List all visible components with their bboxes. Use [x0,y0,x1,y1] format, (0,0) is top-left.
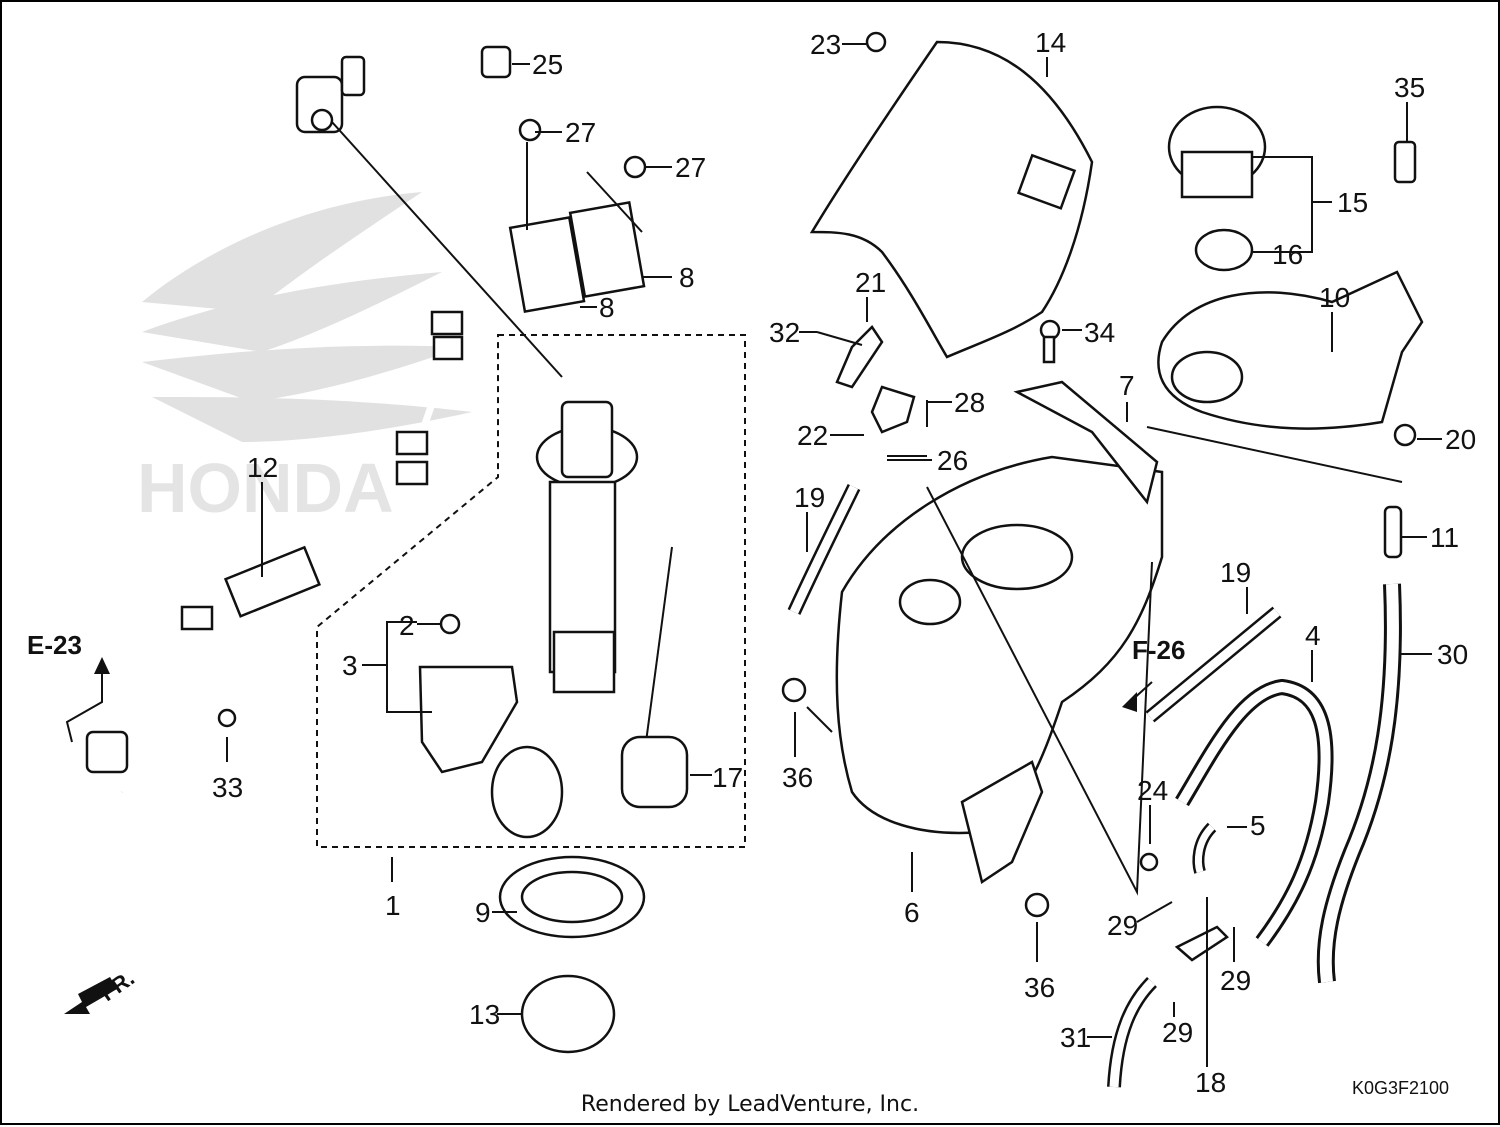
breather-hoses [787,483,1403,1088]
front-direction-arrow: FR. [64,965,139,1014]
fuel-pump-assembly [331,121,689,839]
callout-13: 13 [469,999,500,1030]
callout-9: 9 [475,897,491,928]
callout-21: 21 [855,267,886,298]
callout-11: 11 [1430,522,1459,553]
callout-3: 3 [342,650,358,681]
front-marker-label: FR. [96,965,139,1006]
honda-wing-logo: HONDA [137,192,472,527]
callout-19b: 19 [1220,557,1251,588]
callout-36b: 36 [1024,972,1055,1003]
mount-bracket [816,325,928,457]
callout-27b: 27 [675,152,706,183]
callout-labels: 1 2 3 4 5 6 7 8 8 9 10 11 12 13 14 15 16… [212,27,1476,1098]
fuel-hose-assembly [85,45,512,793]
callout-2: 2 [399,610,415,641]
filler-receptacle-tray [1157,140,1424,447]
pump-seal-rings [498,855,646,1054]
ref-label-left: E-23 [27,630,82,660]
callout-32: 32 [769,317,800,348]
callout-8b: 8 [679,262,695,293]
callout-15: 15 [1337,187,1368,218]
fuel-pump-group-box [316,334,746,848]
callout-1: 1 [385,890,401,921]
callout-14: 14 [1035,27,1066,58]
fuel-tank-cover [809,31,1094,359]
fuel-filler-cap [1167,105,1267,272]
callout-8a: 8 [599,292,615,323]
callout-17: 17 [712,762,743,793]
callout-35: 35 [1394,72,1425,103]
callout-7: 7 [1119,370,1135,401]
callout-29a: 29 [1107,910,1138,941]
callout-16: 16 [1272,239,1303,270]
callout-12: 12 [247,452,278,483]
ref-label-right: F-26 [1132,635,1185,665]
callout-19a: 19 [794,482,825,513]
callout-30: 30 [1437,639,1468,670]
leader-lines [65,43,1442,1067]
callout-4: 4 [1305,620,1321,651]
callout-34: 34 [1084,317,1115,348]
clamp-brackets [508,118,647,314]
callout-23: 23 [810,29,841,60]
callout-26: 26 [937,445,968,476]
callout-25: 25 [532,49,563,80]
callout-10: 10 [1319,282,1350,313]
callout-22: 22 [797,420,828,451]
callout-33: 33 [212,772,243,803]
callout-29b: 29 [1162,1017,1193,1048]
callout-18: 18 [1195,1067,1226,1098]
callout-20: 20 [1445,424,1476,455]
diagram-code: K0G3F2100 [1352,1078,1449,1098]
callout-28: 28 [954,387,985,418]
callout-5: 5 [1250,810,1266,841]
fuel-tank [781,319,1164,918]
callout-29c: 29 [1220,965,1251,996]
callout-6: 6 [904,897,920,928]
callout-24: 24 [1137,775,1168,806]
render-credit: Rendered by LeadVenture, Inc. [580,1092,920,1117]
callout-27a: 27 [565,117,596,148]
callout-36a: 36 [782,762,813,793]
watermark-text: HONDA [137,449,394,527]
callout-31: 31 [1060,1022,1091,1053]
